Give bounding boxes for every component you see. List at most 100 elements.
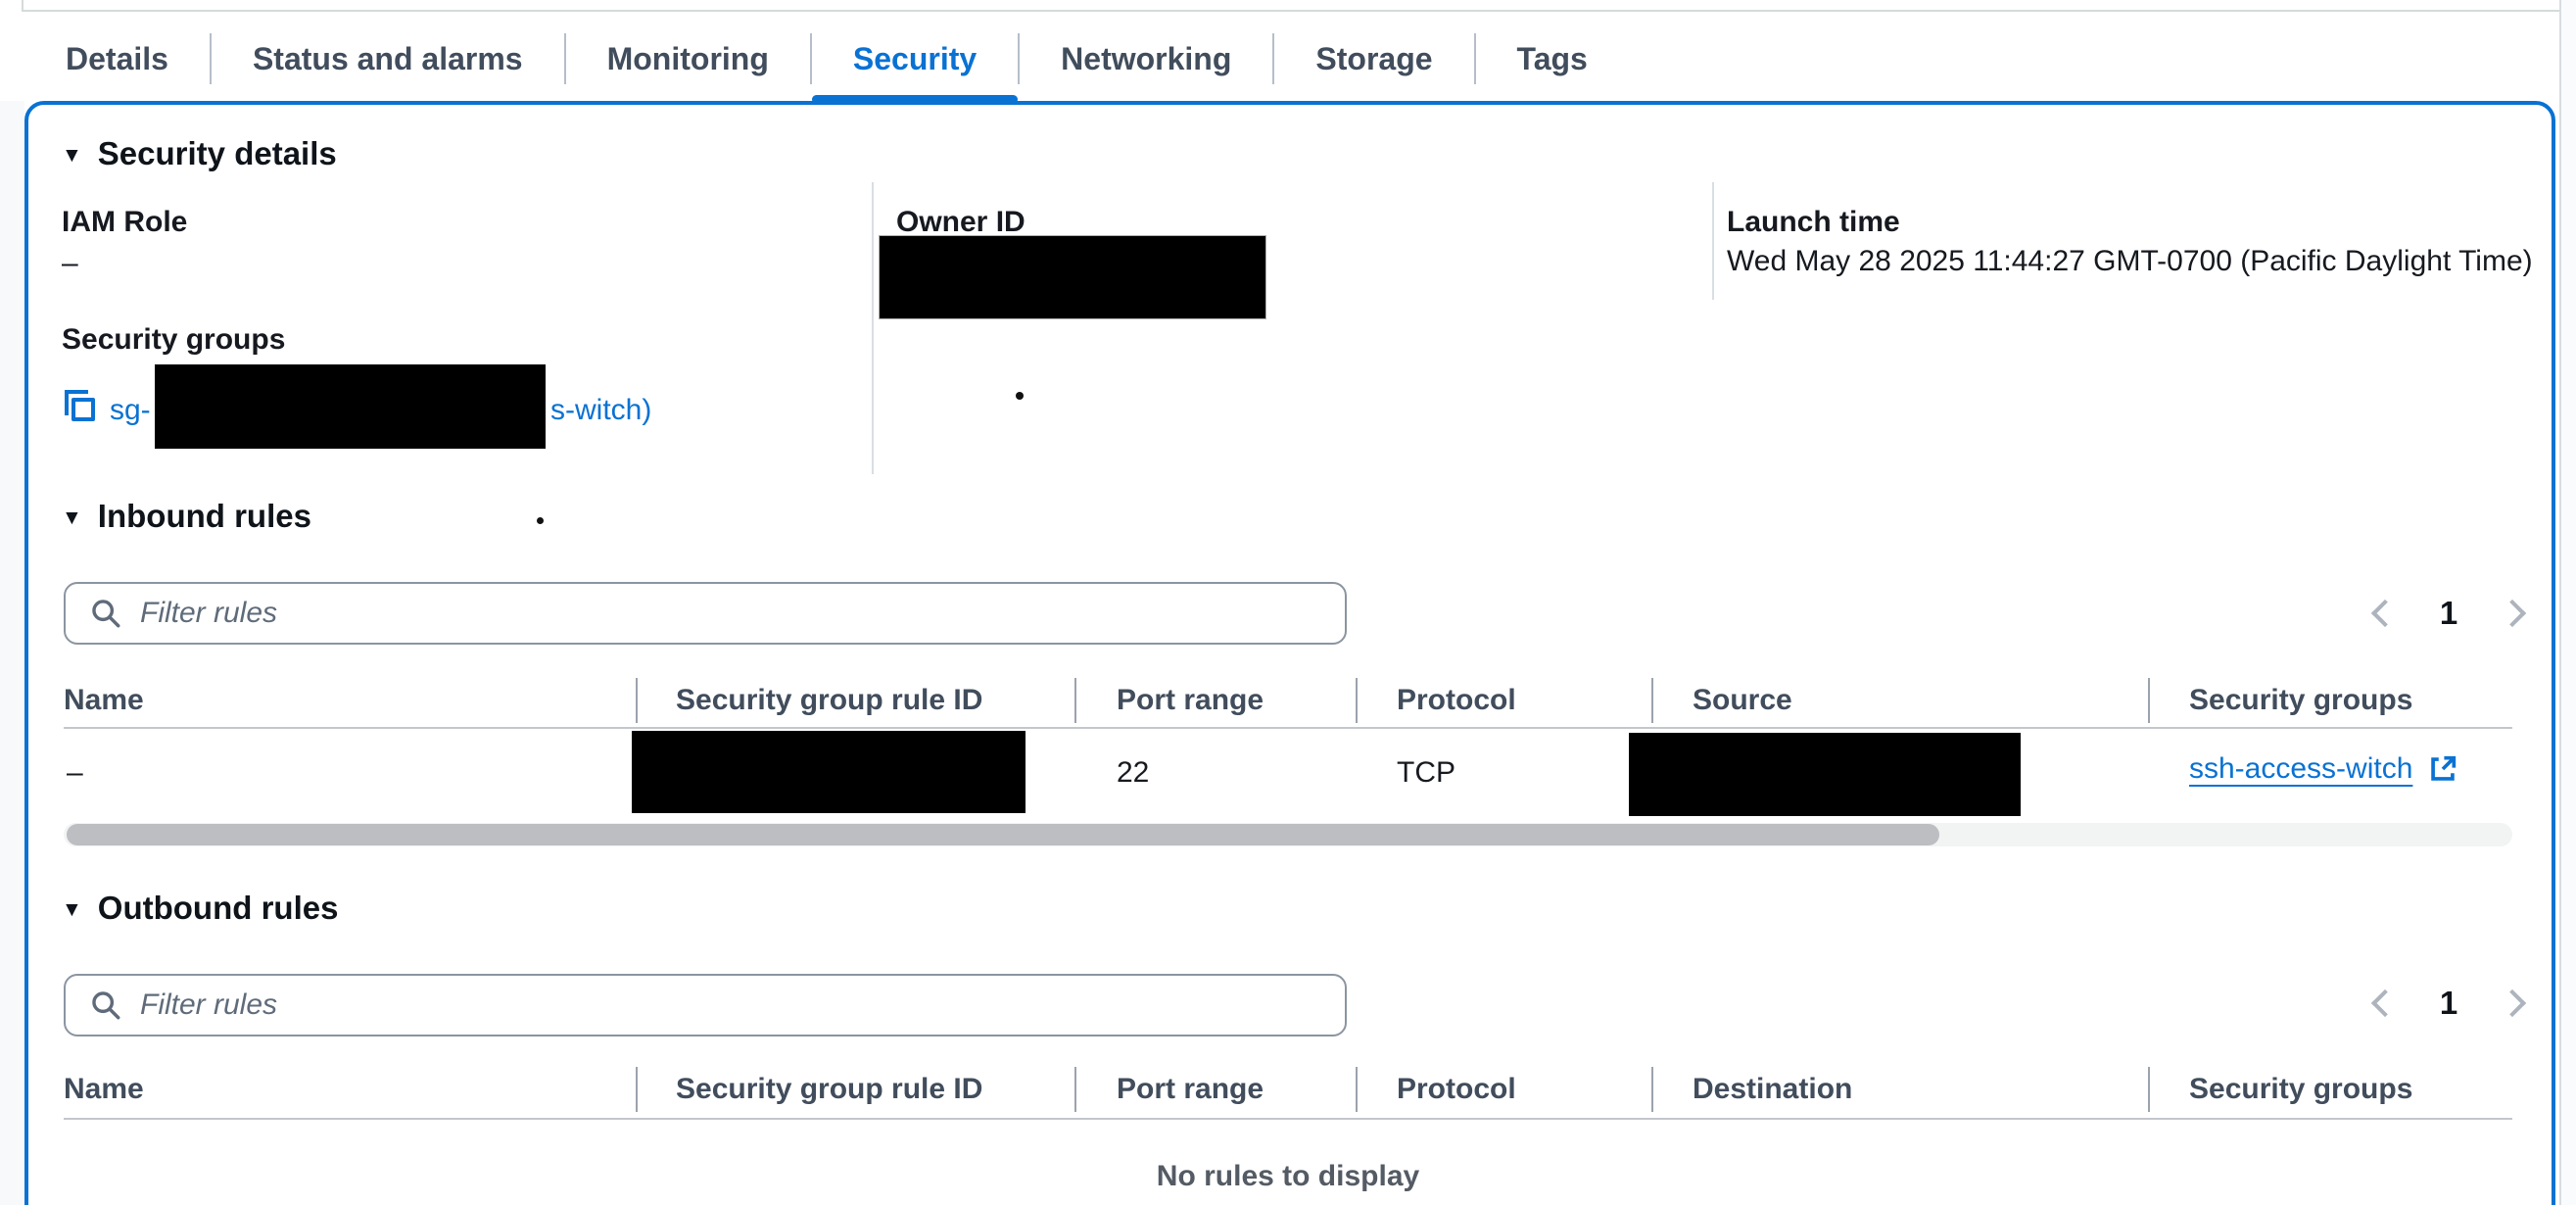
- tab-networking-label: Networking: [1061, 40, 1232, 76]
- outbound-col-name: Name: [64, 1073, 144, 1105]
- search-icon: [92, 600, 120, 628]
- column-divider: [1712, 182, 1714, 300]
- inbound-col-source: Source: [1693, 684, 1792, 716]
- inbound-rules-heading: Inbound rules: [97, 498, 311, 534]
- redacted-owner-id: [879, 235, 1266, 319]
- column-separator: [1074, 678, 1076, 723]
- inbound-filter-container: [64, 582, 1347, 645]
- tab-details[interactable]: Details: [24, 20, 210, 98]
- external-link-icon[interactable]: [2426, 752, 2459, 786]
- outbound-col-security-groups: Security groups: [2189, 1073, 2413, 1105]
- outbound-filter-container: [64, 974, 1347, 1036]
- inbound-col-security-groups: Security groups: [2189, 684, 2413, 716]
- artifact-dot: [1016, 392, 1024, 400]
- tab-details-label: Details: [66, 40, 168, 76]
- column-separator: [1356, 678, 1358, 723]
- redacted-source: [1629, 733, 2021, 816]
- inbound-pagination: 1: [2370, 590, 2527, 637]
- inbound-row-protocol: TCP: [1397, 756, 1455, 789]
- security-group-external-link[interactable]: ssh-access-witch: [2189, 752, 2413, 785]
- outbound-empty-state: No rules to display: [1156, 1160, 1420, 1192]
- inbound-page-number[interactable]: 1: [2439, 595, 2458, 631]
- inbound-col-port-range: Port range: [1117, 684, 1264, 716]
- tab-separator: [1473, 33, 1476, 84]
- redacted-security-group-id: [155, 364, 546, 449]
- inbound-row-name: –: [67, 756, 83, 789]
- active-tab-underline: [811, 95, 1019, 104]
- horizontal-scrollbar-thumb[interactable]: [67, 824, 1939, 845]
- top-left-divider: [22, 0, 24, 11]
- tab-separator: [563, 33, 566, 84]
- tab-networking[interactable]: Networking: [1020, 20, 1272, 98]
- left-page-margin: [0, 101, 24, 1205]
- copy-icon: [65, 390, 100, 425]
- security-details-heading: Security details: [97, 135, 337, 171]
- launch-time-value: Wed May 28 2025 11:44:27 GMT-0700 (Pacif…: [1727, 245, 2533, 277]
- tab-monitoring-label: Monitoring: [606, 40, 769, 76]
- iam-role-value: –: [62, 247, 78, 279]
- redacted-sg-rule-id: [632, 731, 1026, 813]
- tab-separator: [1018, 33, 1021, 84]
- tab-security-label: Security: [852, 40, 978, 76]
- tab-separator: [209, 33, 212, 84]
- column-separator: [636, 1067, 638, 1112]
- tab-separator: [1272, 33, 1275, 84]
- tab-storage[interactable]: Storage: [1274, 20, 1473, 98]
- previous-page-icon[interactable]: [2370, 599, 2400, 628]
- column-separator: [1074, 1067, 1076, 1112]
- column-separator: [2148, 1067, 2150, 1112]
- inbound-rules-section-toggle[interactable]: ▼ Inbound rules: [62, 498, 311, 535]
- iam-role-label: IAM Role: [62, 206, 188, 238]
- right-page-divider: [2559, 0, 2561, 1205]
- column-separator: [2148, 678, 2150, 723]
- security-group-link-suffix[interactable]: s-witch): [550, 394, 652, 426]
- tab-storage-label: Storage: [1315, 40, 1433, 76]
- copy-security-group-id-button[interactable]: [65, 390, 100, 430]
- column-separator: [1651, 1067, 1653, 1112]
- outbound-col-port-range: Port range: [1117, 1073, 1264, 1105]
- tab-status-and-alarms[interactable]: Status and alarms: [212, 20, 564, 98]
- tab-tags-label: Tags: [1516, 40, 1588, 76]
- security-details-section-toggle[interactable]: ▼ Security details: [62, 135, 337, 172]
- outbound-filter-input[interactable]: [140, 988, 1321, 1022]
- owner-id-label: Owner ID: [896, 206, 1026, 238]
- outbound-col-sg-rule-id: Security group rule ID: [676, 1073, 983, 1105]
- inbound-col-sg-rule-id: Security group rule ID: [676, 684, 983, 716]
- column-separator: [1651, 678, 1653, 723]
- tab-tags[interactable]: Tags: [1476, 20, 1629, 98]
- security-group-link-prefix[interactable]: sg-: [110, 394, 151, 426]
- search-icon: [92, 991, 120, 1020]
- top-horizontal-divider: [22, 10, 2559, 12]
- horizontal-scrollbar-track[interactable]: [64, 823, 2512, 846]
- inbound-col-protocol: Protocol: [1397, 684, 1516, 716]
- outbound-col-protocol: Protocol: [1397, 1073, 1516, 1105]
- column-separator: [1356, 1067, 1358, 1112]
- outbound-rules-heading: Outbound rules: [97, 890, 339, 926]
- outbound-page-number[interactable]: 1: [2439, 985, 2458, 1021]
- inbound-filter-input[interactable]: [140, 597, 1321, 630]
- column-divider: [872, 182, 874, 474]
- tab-monitoring[interactable]: Monitoring: [566, 20, 810, 98]
- security-groups-label: Security groups: [62, 323, 286, 356]
- tab-separator: [809, 33, 812, 84]
- next-page-icon[interactable]: [2498, 599, 2527, 628]
- inbound-row-port-range: 22: [1117, 756, 1150, 789]
- collapse-caret-icon: ▼: [62, 143, 82, 167]
- right-page-margin: [2561, 0, 2576, 1205]
- next-page-icon[interactable]: [2498, 988, 2527, 1018]
- tab-bar: Details Status and alarms Monitoring Sec…: [24, 20, 1629, 104]
- column-separator: [636, 678, 638, 723]
- tab-security[interactable]: Security: [811, 20, 1019, 104]
- collapse-caret-icon: ▼: [62, 506, 82, 529]
- outbound-header-rule: [64, 1118, 2512, 1120]
- launch-time-label: Launch time: [1727, 206, 1900, 238]
- collapse-caret-icon: ▼: [62, 897, 82, 921]
- artifact-dot: [537, 517, 544, 524]
- tab-status-and-alarms-label: Status and alarms: [252, 40, 523, 76]
- outbound-rules-section-toggle[interactable]: ▼ Outbound rules: [62, 890, 338, 927]
- inbound-row-security-group: ssh-access-witch: [2189, 752, 2459, 786]
- outbound-col-destination: Destination: [1693, 1073, 1853, 1105]
- inbound-col-name: Name: [64, 684, 144, 716]
- previous-page-icon[interactable]: [2370, 988, 2400, 1018]
